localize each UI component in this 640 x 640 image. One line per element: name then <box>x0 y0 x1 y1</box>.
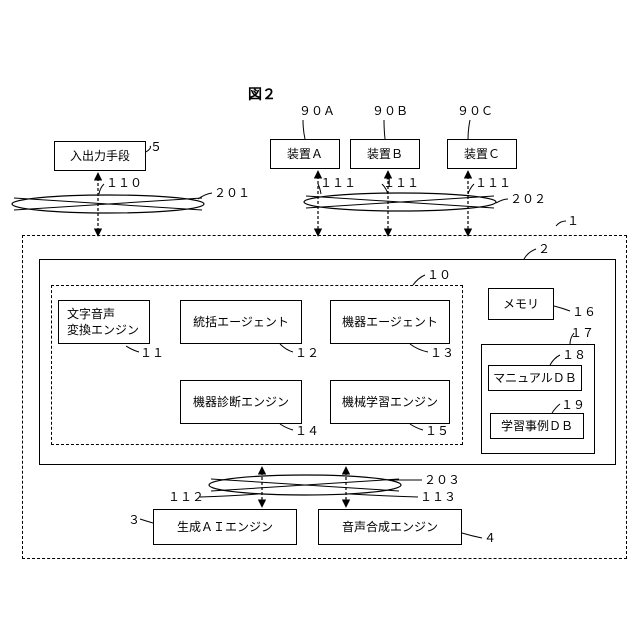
text-speech-engine-line1: 文字音声 <box>67 306 115 322</box>
figure-title: 図２ <box>248 84 276 104</box>
speech-synth-engine-ref: ４ <box>484 531 496 545</box>
module-ref: ２ <box>538 242 550 256</box>
device-b-ref: ９０Ｂ <box>372 104 408 118</box>
device-agent-ref: １３ <box>430 346 454 360</box>
io-unit-box: 入出力手段 <box>54 141 146 171</box>
manual-db-ref: １８ <box>562 348 586 362</box>
network-201-ellipse <box>12 195 204 213</box>
case-db-label: 学習事例ＤＢ <box>501 418 573 434</box>
ml-engine-box: 機械学習エンジン <box>330 380 450 424</box>
device-a-label: 装置Ａ <box>287 146 323 162</box>
memory-box: メモリ <box>488 288 554 320</box>
system-ref: １ <box>567 214 579 228</box>
io-unit-label: 入出力手段 <box>70 148 130 164</box>
supervisor-agent-box: 統括エージェント <box>180 300 302 344</box>
diagnosis-engine-ref: １４ <box>295 424 319 438</box>
db-group-ref: １７ <box>570 326 594 340</box>
genai-engine-box: 生成ＡＩエンジン <box>153 509 297 545</box>
device-b-box: 装置Ｂ <box>350 139 420 169</box>
agent-group-ref: １０ <box>427 268 451 282</box>
device-b-label: 装置Ｂ <box>367 146 403 162</box>
speech-synth-engine-label: 音声合成エンジン <box>342 519 438 535</box>
device-agent-label: 機器エージェント <box>342 314 438 330</box>
text-speech-engine-line2: 変換エンジン <box>67 322 139 338</box>
device-c-label: 装置Ｃ <box>464 146 500 162</box>
device-a-ref: ９０Ａ <box>299 104 335 118</box>
case-db-box: 学習事例ＤＢ <box>490 413 584 439</box>
text-speech-engine-box: 文字音声 変換エンジン <box>58 300 150 344</box>
manual-db-box: マニュアルＤＢ <box>488 365 582 391</box>
ml-engine-ref: １５ <box>425 424 449 438</box>
network-202-ref: ２０２ <box>510 192 546 206</box>
genai-engine-ref: ３ <box>128 513 140 527</box>
speech-synth-engine-box: 音声合成エンジン <box>318 509 462 545</box>
network-202-ellipse <box>304 193 496 211</box>
network-201-ref: ２０１ <box>214 186 250 200</box>
io-unit-ref: ５ <box>150 140 162 154</box>
link-111b-label: １１１ <box>383 176 419 190</box>
supervisor-agent-label: 統括エージェント <box>193 314 289 330</box>
genai-engine-label: 生成ＡＩエンジン <box>177 519 273 535</box>
link-112-label: １１２ <box>168 490 204 504</box>
link-111c-label: １１１ <box>475 176 511 190</box>
network-203-ref: ２０３ <box>424 473 460 487</box>
supervisor-agent-ref: １２ <box>295 346 319 360</box>
link-111a-label: １１１ <box>320 176 356 190</box>
device-c-box: 装置Ｃ <box>447 139 517 169</box>
device-c-ref: ９０Ｃ <box>457 104 493 118</box>
text-speech-engine-ref: １１ <box>140 346 164 360</box>
ml-engine-label: 機械学習エンジン <box>342 394 438 410</box>
device-a-box: 装置Ａ <box>270 139 340 169</box>
diagnosis-engine-box: 機器診断エンジン <box>180 380 302 424</box>
case-db-ref: １９ <box>561 398 585 412</box>
device-agent-box: 機器エージェント <box>330 300 450 344</box>
memory-label: メモリ <box>503 296 539 312</box>
link-113-label: １１３ <box>420 490 456 504</box>
link-110-label: １１０ <box>106 176 142 190</box>
memory-ref: １６ <box>572 305 596 319</box>
manual-db-label: マニュアルＤＢ <box>493 370 577 386</box>
diagnosis-engine-label: 機器診断エンジン <box>193 394 289 410</box>
